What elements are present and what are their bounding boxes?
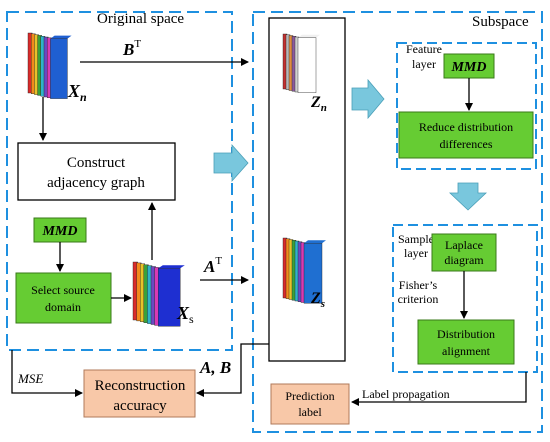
construct-graph-box [17,142,176,201]
xn-label: Xn [67,81,87,104]
stack-zn-layer [297,37,317,93]
stack-xn-layer-top [34,31,39,35]
zs-label: Zs [310,290,325,310]
bt-label: BT [122,38,141,59]
cyan-arrow-to-feature [351,78,385,120]
zn-label: Zn [310,94,327,114]
prediction-label-line1: Prediction [285,389,334,403]
mse-arrow [11,350,83,397]
stack-xn-layer-top [37,32,42,36]
select-source-line1: Select source [31,283,95,297]
zs-matrix-stack [282,235,326,304]
sample-layer-region [392,224,538,373]
fishers-criterion-line2: criterion [398,292,439,306]
feature-layer-label-line1: Feature [406,42,442,56]
stack-xs-layer [157,268,181,327]
stack-xs-layer-top [158,265,185,269]
construct-graph-line2: adjacency graph [47,175,145,191]
stack-xn-layer-top [40,33,45,37]
laplace-box [431,233,497,272]
stack-xn-layer-top [47,34,52,38]
stack-xn-layer [50,38,68,99]
xs-label: Xs [176,303,194,326]
feature-layer-label-line2: layer [412,57,436,71]
stack-xn-layer-top [31,30,36,34]
mmd-right-box [443,53,495,79]
subspace-title: Subspace [472,14,529,30]
subspace-region [252,11,543,433]
sample-layer-label-line2: layer [404,246,428,260]
reconstruction-accuracy-line1: Reconstruction [95,378,186,394]
mse-label: MSE [17,371,43,386]
select-source-box [15,272,112,324]
mmd-right-label: MMD [450,60,486,75]
at-label: AT [203,255,222,276]
construct-graph-line1: Construct [67,155,126,171]
reduce-diff-line2: differences [439,137,492,151]
distribution-alignment-box [417,319,515,365]
xn-matrix-stack [27,30,72,99]
fishers-criterion-line1: Fisher’s [399,278,438,292]
ab-label: A, B [199,358,231,377]
stack-xs-layer-top [133,259,138,262]
original-space-region [6,11,233,351]
ab-feedback-arrow [196,343,269,397]
label-propagation-label: Label propagation [362,387,450,401]
mmd-left-box [33,217,87,243]
distribution-alignment-line1: Distribution [437,327,495,341]
stack-xn-layer-top [44,34,49,37]
xs-matrix-stack [132,259,185,327]
prediction-label-line2: label [298,405,322,419]
stack-xn-layer-top [50,35,72,39]
zn-matrix-stack [282,31,320,93]
reduce-diff-line1: Reduce distribution [419,120,513,134]
stack-xn-layer-top [28,30,33,33]
reconstruction-accuracy-box [83,369,196,418]
reduce-diff-box [398,111,534,159]
feature-layer-region [396,42,537,170]
cyan-arrow-down [448,182,488,211]
sample-layer-label-line1: Sample [398,232,434,246]
stack-zs-layer-top [304,240,326,244]
mmd-left-label: MMD [41,224,77,239]
select-source-line2: domain [45,300,81,314]
laplace-line2: diagram [444,253,484,267]
laplace-line1: Laplace [445,238,483,252]
original-space-title: Original space [97,11,184,27]
distribution-alignment-line2: alignment [442,344,491,358]
stack-zs-layer [303,243,323,304]
reconstruction-accuracy-line2: accuracy [113,398,167,414]
label-propagation-arrow [351,372,527,406]
stack-zn-layer-top [298,34,320,38]
cyan-arrow-to-subspace [213,143,249,183]
prediction-label-box [270,383,350,425]
